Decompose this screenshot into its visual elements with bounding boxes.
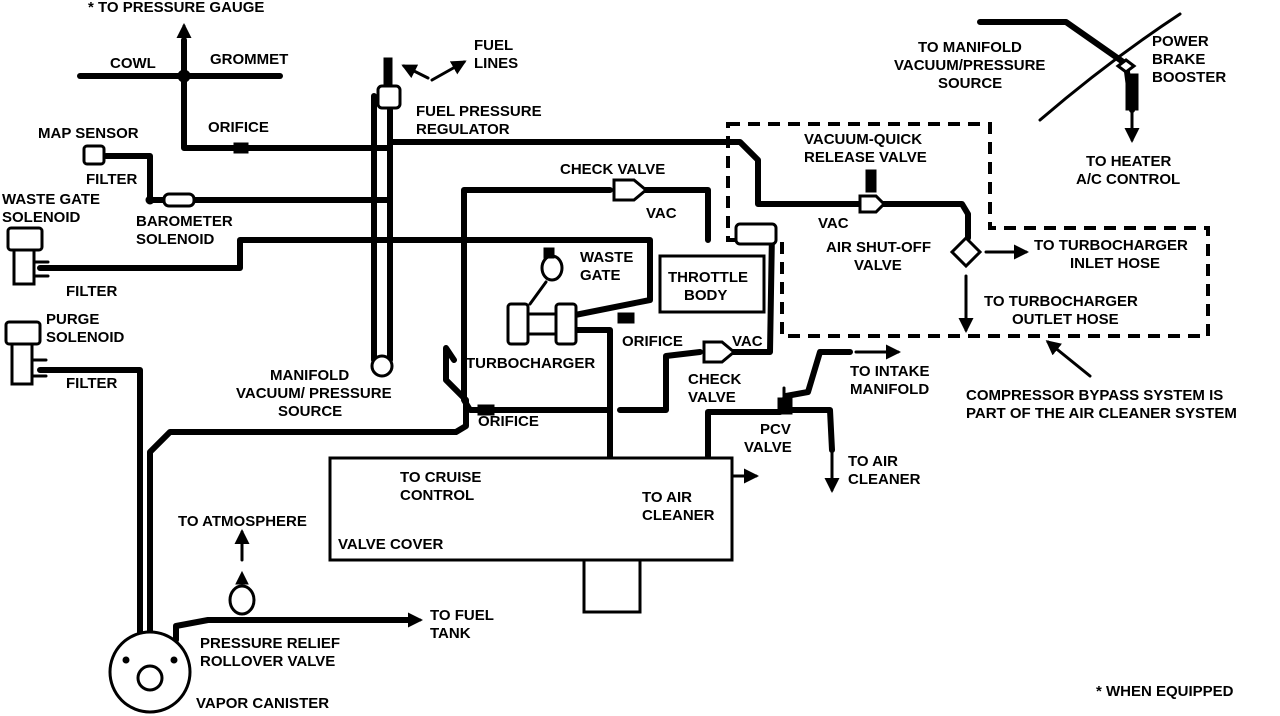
- label-throttle-body-2: BODY: [684, 287, 727, 304]
- label-vac-top: VAC: [646, 205, 677, 222]
- throttle-fitting: [734, 222, 778, 246]
- label-orifice-mid: ORIFICE: [622, 333, 683, 350]
- label-fuel-lines-1: FUEL: [474, 37, 513, 54]
- label-fuel-pressure-regulator-2: REGULATOR: [416, 121, 510, 138]
- waste-gate: [528, 247, 564, 306]
- label-check-valve-mid-1: CHECK: [688, 371, 742, 388]
- fuel-pressure-regulator: [376, 57, 402, 110]
- label-to-air-cleaner-right-2: CLEANER: [848, 471, 921, 488]
- label-purge-solenoid-2: SOLENOID: [46, 329, 125, 346]
- check-valve-mid: [702, 340, 737, 364]
- label-pcv-1: PCV: [760, 421, 791, 438]
- label-air-shutoff-2: VALVE: [854, 257, 902, 274]
- label-waste-gate-solenoid-1: WASTE GATE: [2, 191, 100, 208]
- label-orifice-top: ORIFICE: [208, 119, 269, 136]
- label-turbo-outlet-2: OUTLET HOSE: [1012, 311, 1119, 328]
- label-to-intake-2: MANIFOLD: [850, 381, 929, 398]
- label-vac-right: VAC: [818, 215, 849, 232]
- label-to-air-cleaner-1: TO AIR: [642, 489, 692, 506]
- label-fuel-pressure-regulator-1: FUEL PRESSURE: [416, 103, 542, 120]
- label-to-manifold-3: SOURCE: [938, 75, 1002, 92]
- label-filter-map: FILTER: [86, 171, 138, 188]
- label-filter-purge: FILTER: [66, 375, 118, 392]
- vapor-canister: [108, 630, 192, 714]
- label-to-manifold-1: TO MANIFOLD: [918, 39, 1022, 56]
- label-manifold-vac-2: VACUUM/ PRESSURE: [236, 385, 392, 402]
- label-waste-gate-2: GATE: [580, 267, 621, 284]
- label-orifice-low: ORIFICE: [478, 413, 539, 430]
- label-turbo-outlet-1: TO TURBOCHARGER: [984, 293, 1138, 310]
- label-when-equipped: * WHEN EQUIPPED: [1096, 683, 1234, 700]
- barometer-solenoid: [145, 192, 196, 208]
- label-turbo-inlet-2: INLET HOSE: [1070, 255, 1160, 272]
- label-map-sensor: MAP SENSOR: [38, 125, 139, 142]
- label-throttle-body-1: THROTTLE: [668, 269, 748, 286]
- valve-cover: [328, 456, 734, 614]
- label-vac-mid: VAC: [732, 333, 763, 350]
- manifold-vacuum-source: [370, 354, 394, 378]
- label-to-heater-1: TO HEATER: [1086, 153, 1171, 170]
- orifice-mid: [617, 312, 635, 324]
- label-grommet: GROMMET: [210, 51, 288, 68]
- orifice-low: [477, 404, 495, 416]
- label-to-fuel-tank-2: TANK: [430, 625, 471, 642]
- label-manifold-vac-3: SOURCE: [278, 403, 342, 420]
- turbocharger: [506, 302, 578, 346]
- label-fuel-lines-2: LINES: [474, 55, 518, 72]
- label-to-fuel-tank-1: TO FUEL: [430, 607, 494, 624]
- waste-gate-solenoid: [6, 226, 50, 286]
- label-valve-cover: VALVE COVER: [338, 536, 443, 553]
- label-to-air-cleaner-right-1: TO AIR: [848, 453, 898, 470]
- label-turbocharger: TURBOCHARGER: [466, 355, 595, 372]
- label-air-shutoff-1: AIR SHUT-OFF: [826, 239, 931, 256]
- label-waste-gate-1: WASTE: [580, 249, 633, 266]
- map-sensor: [82, 144, 106, 166]
- purge-solenoid: [4, 320, 48, 386]
- label-pressure-relief-1: PRESSURE RELIEF: [200, 635, 340, 652]
- vacuum-quick-release-valve: [858, 169, 887, 214]
- label-vacuum-quick-2: RELEASE VALVE: [804, 149, 927, 166]
- label-power-brake-1: POWER: [1152, 33, 1209, 50]
- label-compressor-bypass-1: COMPRESSOR BYPASS SYSTEM IS: [966, 387, 1223, 404]
- label-to-cruise-1: TO CRUISE: [400, 469, 481, 486]
- label-pcv-2: VALVE: [744, 439, 792, 456]
- label-pressure-gauge: * TO PRESSURE GAUGE: [88, 0, 264, 16]
- label-purge-solenoid-1: PURGE: [46, 311, 99, 328]
- label-check-valve-top: CHECK VALVE: [560, 161, 665, 178]
- pcv-valve: [777, 386, 793, 415]
- label-cowl: COWL: [110, 55, 156, 72]
- label-turbo-inlet-1: TO TURBOCHARGER: [1034, 237, 1188, 254]
- label-power-brake-2: BRAKE: [1152, 51, 1205, 68]
- label-to-cruise-2: CONTROL: [400, 487, 474, 504]
- check-valve-top: [612, 178, 649, 202]
- label-check-valve-mid-2: VALVE: [688, 389, 736, 406]
- label-power-brake-3: BOOSTER: [1152, 69, 1226, 86]
- label-pressure-relief-2: ROLLOVER VALVE: [200, 653, 335, 670]
- label-to-air-cleaner-2: CLEANER: [642, 507, 715, 524]
- label-barometer-solenoid-1: BAROMETER: [136, 213, 233, 230]
- power-brake-booster: [1038, 12, 1182, 122]
- label-waste-gate-solenoid-2: SOLENOID: [2, 209, 81, 226]
- label-compressor-bypass-2: PART OF THE AIR CLEANER SYSTEM: [966, 405, 1237, 422]
- label-vapor-canister: VAPOR CANISTER: [196, 695, 329, 712]
- label-to-intake-1: TO INTAKE: [850, 363, 929, 380]
- grommet: [177, 69, 191, 83]
- label-barometer-solenoid-2: SOLENOID: [136, 231, 215, 248]
- label-vacuum-quick-1: VACUUM-QUICK: [804, 131, 922, 148]
- label-to-heater-2: A/C CONTROL: [1076, 171, 1180, 188]
- throttle-body: [658, 254, 766, 314]
- labels: * TO PRESSURE GAUGE COWL GROMMET FUEL LI…: [2, 0, 1237, 712]
- label-to-atmosphere: TO ATMOSPHERE: [178, 513, 307, 530]
- orifice-top: [233, 142, 249, 154]
- label-manifold-vac-1: MANIFOLD: [270, 367, 349, 384]
- pressure-relief-rollover-valve: [228, 570, 256, 616]
- label-to-manifold-2: VACUUM/PRESSURE: [894, 57, 1045, 74]
- label-filter-wg: FILTER: [66, 283, 118, 300]
- air-shutoff-valve: [949, 235, 983, 269]
